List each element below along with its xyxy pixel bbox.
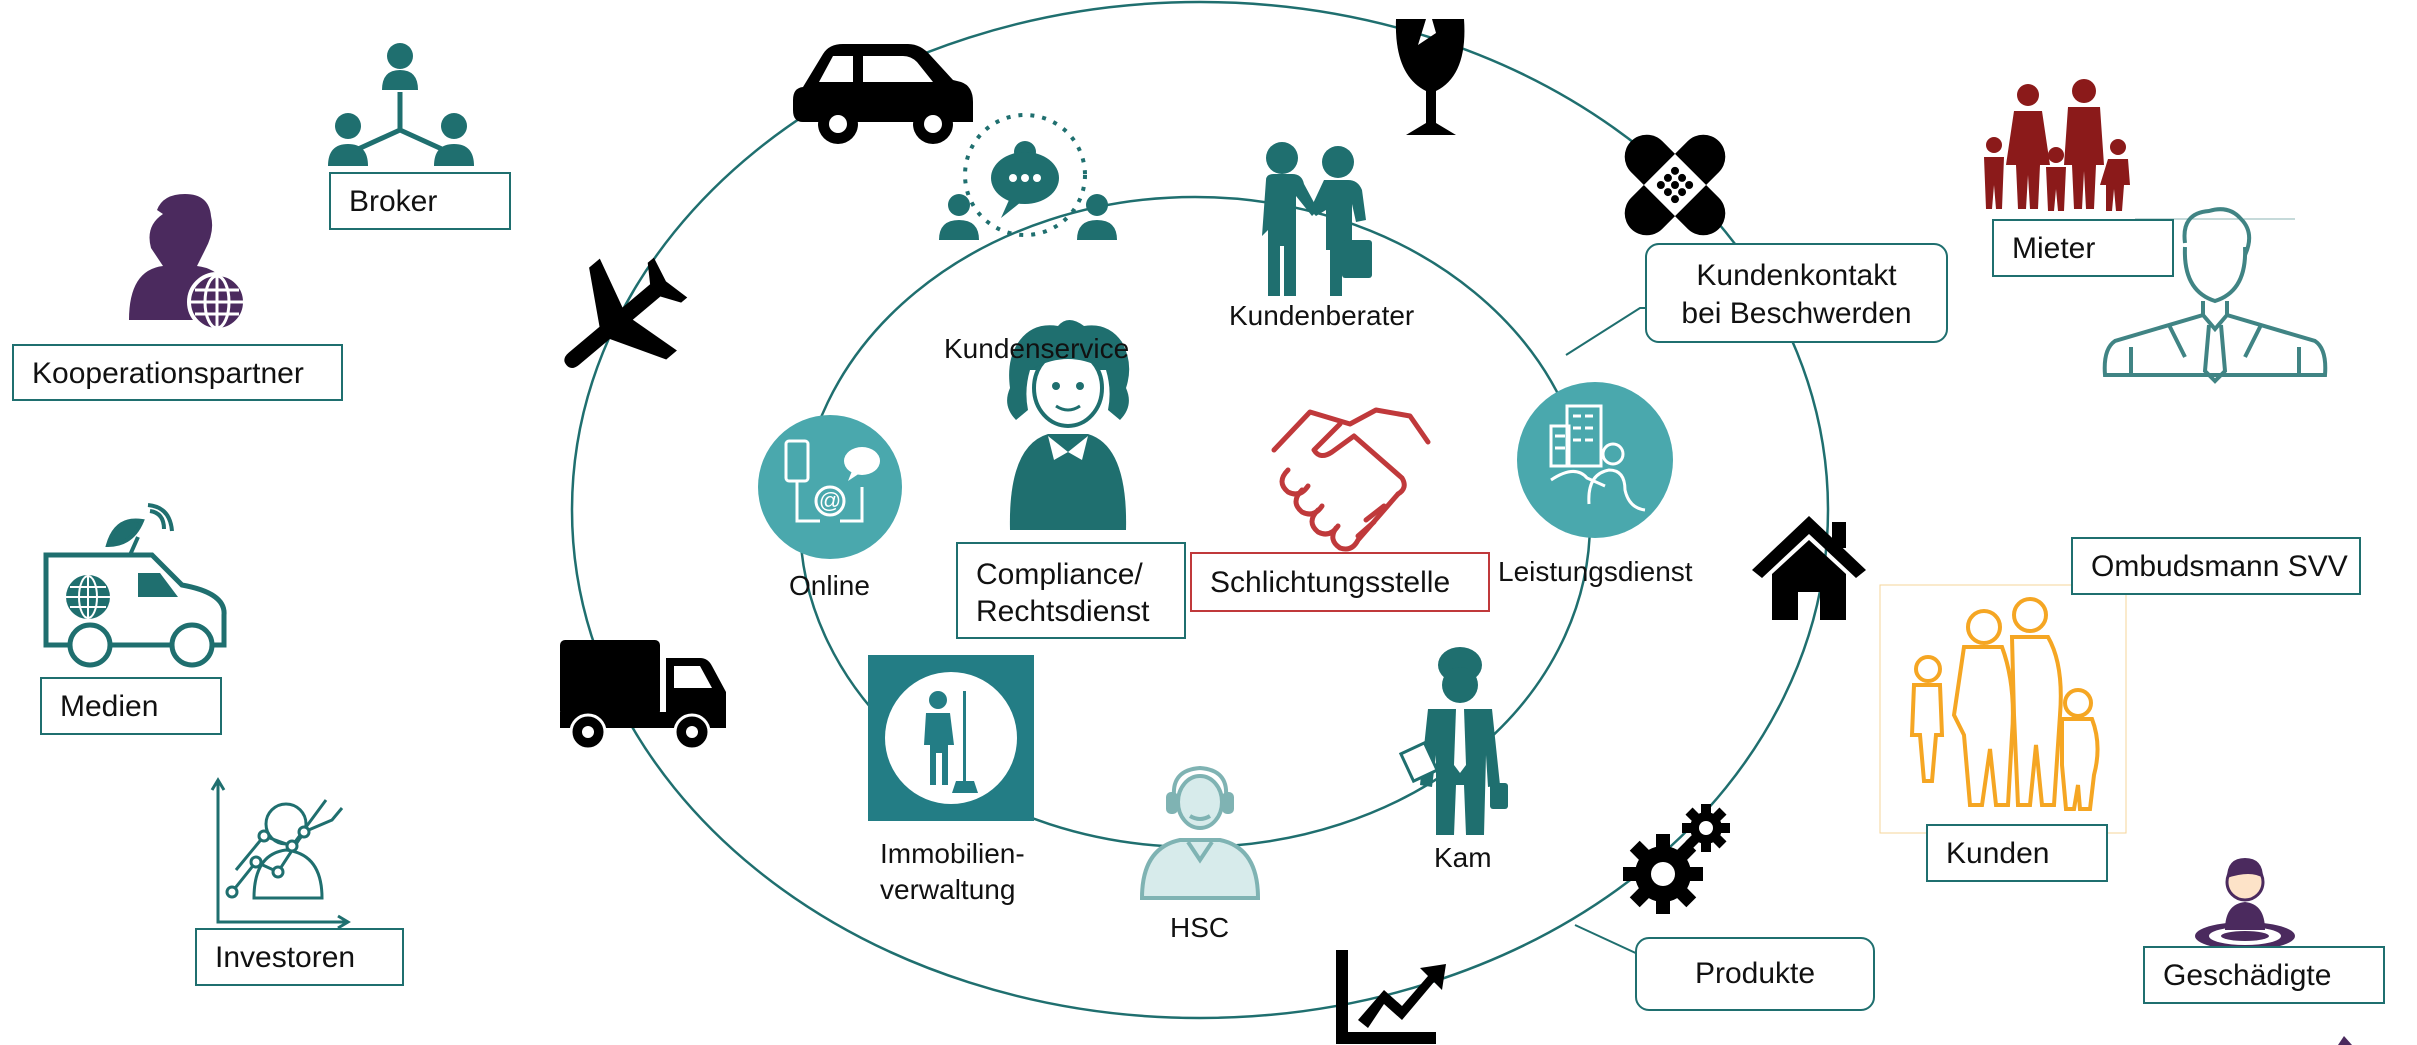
label-produkte: Produkte xyxy=(1694,957,1816,990)
globe-person-icon xyxy=(129,194,247,332)
label-geschaedigte: Geschädigte xyxy=(2163,959,2332,992)
network-people-icon xyxy=(328,43,474,166)
cleaner-icon xyxy=(868,655,1034,821)
svg-text:@: @ xyxy=(819,488,841,513)
produkte-callout: Produkte xyxy=(1635,937,1875,1011)
label-compliance-line1: Compliance/ xyxy=(976,558,1143,591)
ombudsmann-box: Ombudsmann SVV xyxy=(2071,537,2361,595)
label-kundenkontakt-line2: bei Beschwerden xyxy=(1681,297,1912,330)
truck-icon xyxy=(560,640,726,751)
house-icon xyxy=(1752,516,1866,620)
label-kunden: Kunden xyxy=(1946,837,2050,870)
airplane-icon xyxy=(564,257,688,368)
label-immobilien: Immobilien- verwaltung xyxy=(880,836,1025,908)
label-investoren: Investoren xyxy=(215,941,356,974)
lawyer-icon xyxy=(1007,320,1130,530)
label-compliance-line2: Rechtsdienst xyxy=(976,595,1150,628)
handshake-icon xyxy=(1271,407,1431,552)
label-kundenberater: Kundenberater xyxy=(1229,300,1415,331)
growth-chart-icon xyxy=(1336,950,1446,1044)
label-kam: Kam xyxy=(1434,842,1492,873)
handshake-people-icon xyxy=(1262,142,1372,296)
label-leistungsdienst: Leistungsdienst xyxy=(1498,556,1693,587)
kundenkontakt-callout: Kundenkontakt bei Beschwerden xyxy=(1645,243,1948,343)
outer-ellipse xyxy=(570,0,1830,1020)
label-online: Online xyxy=(789,570,870,601)
kunden-box: Kunden xyxy=(1926,824,2108,882)
team-network-icon xyxy=(939,113,1117,240)
family-outline-icon xyxy=(1879,584,2127,834)
label-broker: Broker xyxy=(349,185,438,218)
label-kundenservice: Kundenservice xyxy=(944,333,1130,364)
label-hsc: HSC xyxy=(1170,912,1230,943)
broker-box: Broker xyxy=(329,172,511,230)
mieter-box: Mieter xyxy=(1992,219,2174,277)
compliance-box: Compliance/ Rechtsdienst xyxy=(956,542,1186,639)
media-van-icon xyxy=(43,503,227,668)
building-service-icon xyxy=(1517,382,1673,538)
kooperationspartner-box: Kooperationspartner xyxy=(12,344,343,401)
label-kundenkontakt-line1: Kundenkontakt xyxy=(1696,259,1897,292)
label-ombudsmann: Ombudsmann SVV xyxy=(2091,550,2348,583)
businessman-icon xyxy=(1398,647,1508,835)
schlichtungsstelle-box: Schlichtungsstelle xyxy=(1190,552,1490,612)
label-kooperationspartner: Kooperationspartner xyxy=(32,357,304,390)
headset-agent-icon xyxy=(1139,765,1261,900)
ombudsman-icon xyxy=(2102,207,2328,384)
car-icon xyxy=(793,44,973,144)
online-devices-icon: @ xyxy=(758,415,902,559)
label-medien: Medien xyxy=(60,690,159,723)
label-immobilien-line1: Immobilien- xyxy=(880,838,1025,869)
bandage-icon xyxy=(1624,134,1726,236)
injured-person-icon xyxy=(2195,858,2295,950)
label-schlichtungsstelle: Schlichtungsstelle xyxy=(1210,566,1451,599)
wine-glass-icon xyxy=(1395,19,1465,135)
label-mieter: Mieter xyxy=(2012,232,2096,265)
medien-box: Medien xyxy=(40,677,222,735)
family-icon xyxy=(1984,79,2130,211)
label-immobilien-line2: verwaltung xyxy=(880,874,1016,905)
corner-remnant-icon xyxy=(2338,1036,2352,1045)
investoren-box: Investoren xyxy=(195,928,404,986)
gears-icon xyxy=(1623,804,1730,914)
investor-chart-icon xyxy=(210,777,351,930)
geschaedigte-box: Geschädigte xyxy=(2143,946,2385,1004)
